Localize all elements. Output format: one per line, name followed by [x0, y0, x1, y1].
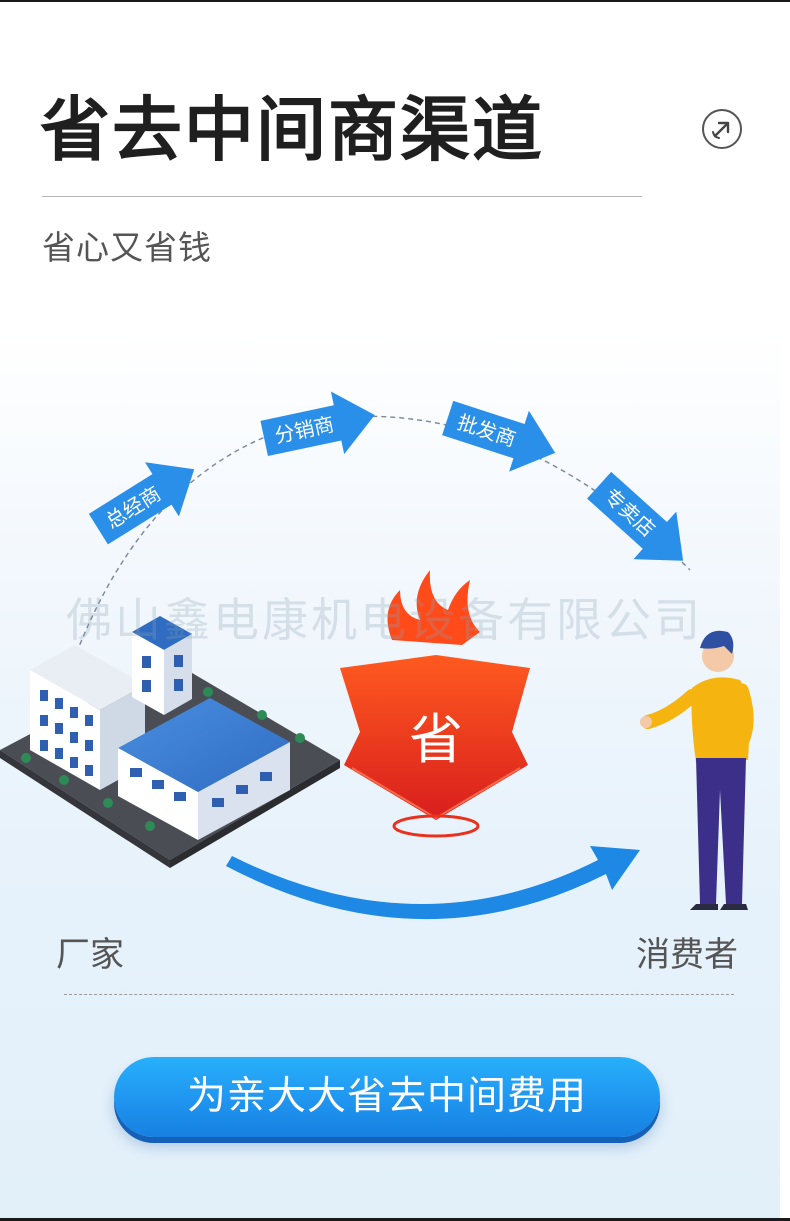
save-middleman-cost-button[interactable]: 为亲大大省去中间费用 — [114, 1057, 660, 1137]
channel-step-arrow-1: 总经商 — [88, 462, 195, 545]
title-divider — [42, 196, 642, 197]
factory-illustration — [0, 616, 340, 868]
dashed-divider — [64, 994, 734, 995]
saving-badge: 省 — [340, 570, 530, 838]
page-title: 省去中间商渠道 — [40, 89, 544, 171]
channel-step-arrow-2: 分销商 — [260, 391, 375, 457]
consumer-illustration — [640, 630, 754, 910]
right-margin — [780, 2, 790, 1218]
consumer-label: 消费者 — [636, 935, 738, 975]
bottom-border — [0, 1218, 790, 1221]
flow-arrow — [226, 846, 640, 920]
top-border — [0, 0, 790, 2]
saving-badge-label: 省 — [409, 708, 463, 771]
watermark-text: 佛山鑫电康机电设备有限公司 — [66, 593, 703, 647]
channel-step-arrow-3: 批发商 — [442, 400, 556, 472]
share-arrow-icon[interactable] — [702, 109, 742, 149]
channel-diagram: 总经商 分销商 批发商 专卖店 — [0, 391, 754, 920]
channel-step-arrow-4: 专卖店 — [587, 471, 684, 561]
factory-label: 厂家 — [56, 935, 124, 975]
page-subtitle: 省心又省钱 — [42, 228, 212, 267]
